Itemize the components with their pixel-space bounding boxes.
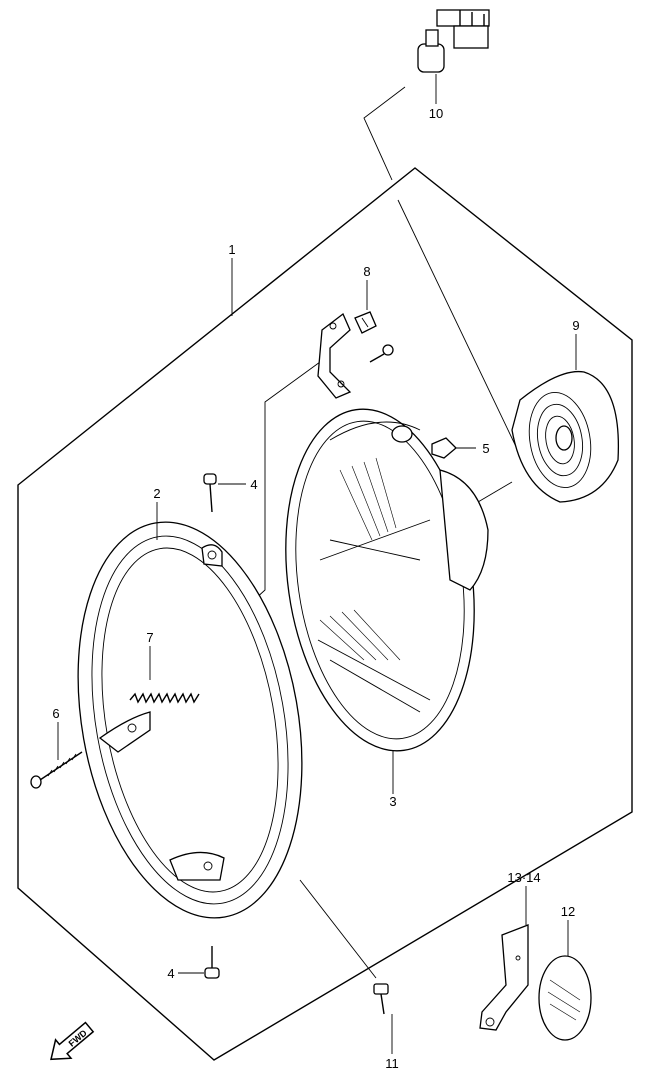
lens-hatching	[319, 457, 401, 661]
bulb-leader-line	[363, 86, 406, 181]
bulb-to-socket-line	[397, 199, 521, 456]
callout-10: 10	[429, 106, 443, 121]
bracket-screw-part	[369, 344, 394, 363]
screw-upper-part	[203, 473, 217, 513]
callout-2: 2	[153, 486, 160, 501]
callout-9: 9	[572, 318, 579, 333]
spring-part	[129, 692, 200, 704]
fwd-arrow-icon: FWD	[50, 1021, 95, 1061]
reflector-part	[538, 955, 592, 1041]
callout-6: 6	[52, 706, 59, 721]
assembly-outline	[17, 167, 633, 1061]
nut-part	[431, 437, 457, 459]
screw-lower-part	[204, 946, 220, 979]
screw-11-leader-line	[299, 879, 377, 979]
mounting-bracket-part	[317, 312, 352, 399]
reflector-bracket-part	[479, 924, 529, 1031]
callout-4-lower: 4	[167, 966, 174, 981]
adjusting-screw-part	[30, 751, 83, 789]
headlamp-unit-part	[285, 408, 489, 752]
callout-13-14: 13·14	[507, 870, 540, 885]
callout-11: 11	[385, 1056, 399, 1071]
callout-8: 8	[363, 264, 370, 279]
callout-7: 7	[146, 630, 153, 645]
callout-3: 3	[389, 794, 396, 809]
socket-cover-part	[511, 370, 620, 503]
bulb-part	[417, 9, 490, 73]
callout-12: 12	[561, 904, 575, 919]
callout-1: 1	[228, 242, 235, 257]
callout-4-upper: 4	[250, 477, 257, 492]
screw-11-part	[373, 983, 389, 1015]
socket-to-lamp-line	[477, 481, 513, 503]
callout-5: 5	[482, 441, 489, 456]
clip-nut-part	[354, 311, 377, 334]
headlamp-rim-part	[77, 521, 303, 919]
